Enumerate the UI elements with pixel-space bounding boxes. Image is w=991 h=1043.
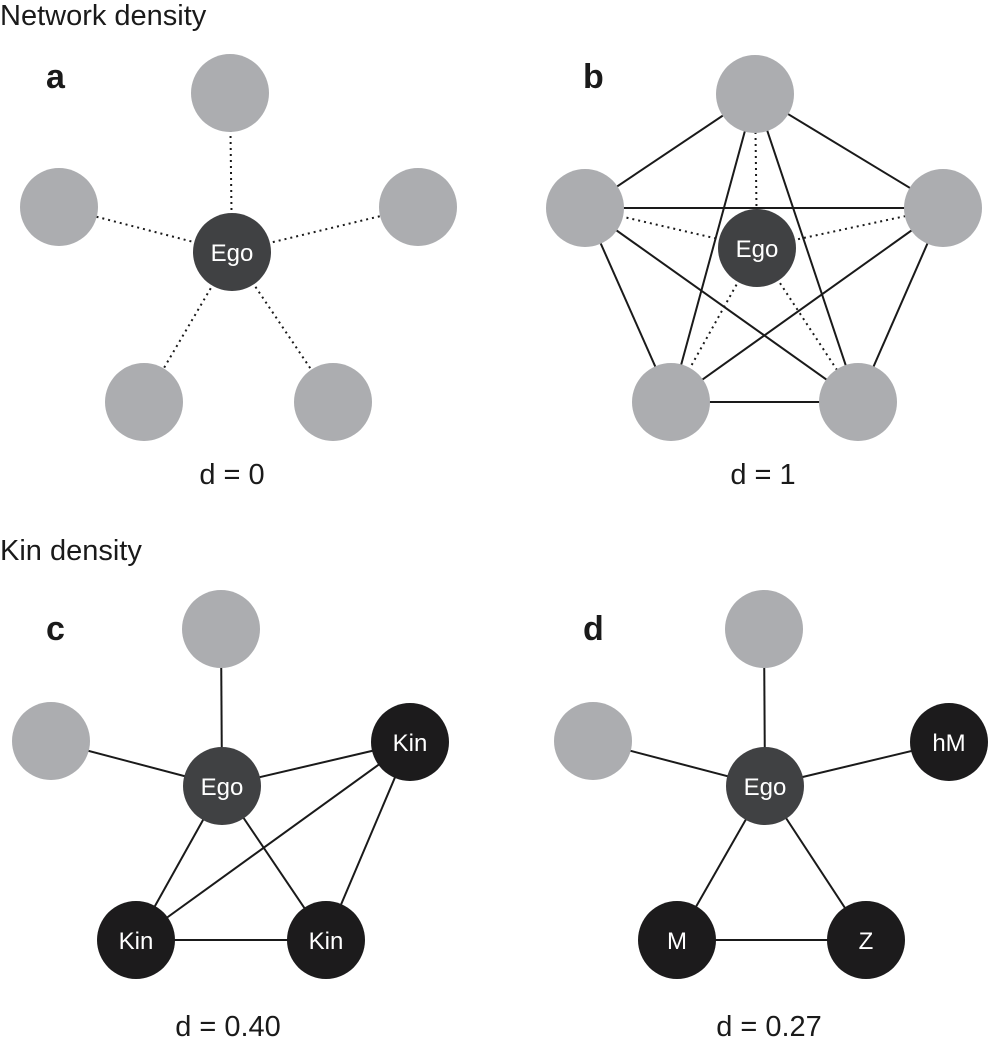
alter-node-circle [379, 168, 457, 246]
alter-node-circle [554, 702, 632, 780]
kin-node-circle [287, 901, 365, 979]
node-label: hM [932, 730, 965, 757]
alter-node [554, 702, 632, 780]
edge-left-bottom-right [584, 207, 859, 403]
node-label: Ego [744, 774, 787, 801]
section-title-network-density: Network density [0, 0, 207, 32]
density-caption: d = 0.27 [716, 1011, 822, 1043]
panel-letter: d [583, 610, 604, 648]
alter-node [191, 54, 269, 132]
ego-node: Ego [718, 209, 796, 287]
edge-top-bottom-right [754, 93, 859, 403]
ego-node: Ego [726, 747, 804, 825]
ego-node: Ego [183, 747, 261, 825]
kin-node: Kin [97, 901, 175, 979]
density-caption: d = 1 [730, 459, 795, 491]
kin-node: hM [910, 703, 988, 781]
alter-node [632, 363, 710, 441]
kin-node: Kin [371, 703, 449, 781]
alter-node-circle [12, 702, 90, 780]
kin-node-circle [638, 901, 716, 979]
alter-node-circle [819, 363, 897, 441]
kin-node: M [638, 901, 716, 979]
alter-node [105, 363, 183, 441]
panel-letter: a [46, 58, 66, 96]
node-label: Ego [736, 236, 779, 263]
alter-node-circle [546, 169, 624, 247]
alter-node-circle [191, 54, 269, 132]
alter-node [20, 168, 98, 246]
panel-letter: b [583, 58, 604, 96]
alter-node-circle [904, 169, 982, 247]
section-title-kin-density: Kin density [0, 535, 142, 567]
node-label: M [667, 928, 687, 955]
alter-node [12, 702, 90, 780]
node-label: Kin [393, 730, 428, 757]
node-label: Kin [119, 928, 154, 955]
node-label: Kin [309, 928, 344, 955]
alter-node [294, 363, 372, 441]
kin-node-circle [97, 901, 175, 979]
node-label: Z [859, 928, 874, 955]
alter-node-circle [20, 168, 98, 246]
edge-top-bottom-left [670, 93, 756, 403]
alter-node-circle [725, 590, 803, 668]
alter-node-circle [294, 363, 372, 441]
alter-node [716, 55, 794, 133]
alter-node [182, 590, 260, 668]
ego-node-circle [726, 747, 804, 825]
alter-node [725, 590, 803, 668]
ego-node-circle [183, 747, 261, 825]
alter-node-circle [182, 590, 260, 668]
alter-node-circle [632, 363, 710, 441]
edge-right-bottom-left [135, 741, 411, 941]
kin-node-circle [910, 703, 988, 781]
alter-node [904, 169, 982, 247]
density-caption: d = 0.40 [175, 1011, 281, 1043]
ego-node-circle [718, 209, 796, 287]
edge-right-bottom-left [670, 207, 944, 403]
density-caption: d = 0 [199, 459, 264, 491]
panel-letter: c [46, 610, 65, 648]
kin-node: Z [827, 901, 905, 979]
alter-node-circle [105, 363, 183, 441]
node-label: Ego [201, 774, 244, 801]
kin-node-circle [827, 901, 905, 979]
kin-node-circle [371, 703, 449, 781]
alter-node [546, 169, 624, 247]
alter-node [819, 363, 897, 441]
alter-node [379, 168, 457, 246]
ego-node-circle [193, 213, 271, 291]
alter-node-circle [716, 55, 794, 133]
node-label: Ego [211, 240, 254, 267]
ego-node: Ego [193, 213, 271, 291]
kin-node: Kin [287, 901, 365, 979]
